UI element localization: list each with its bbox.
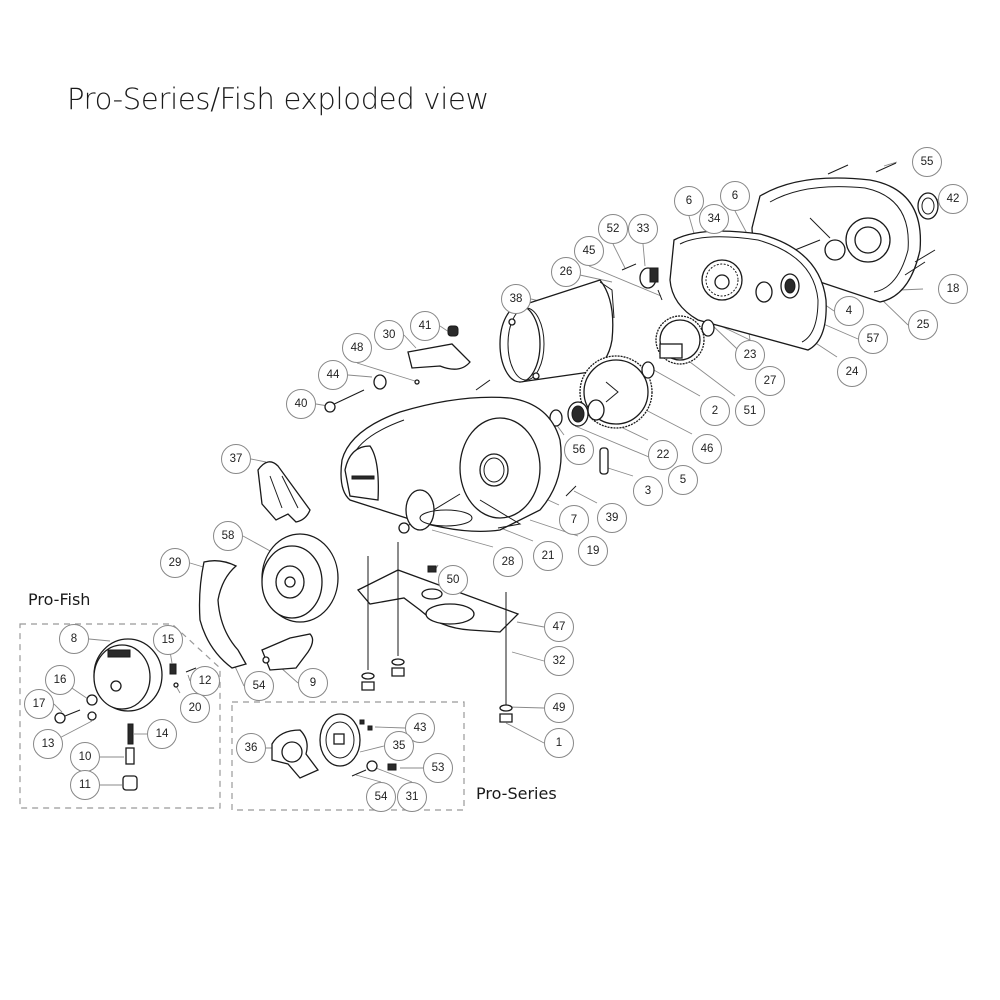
callout-part-19[interactable]: 19	[578, 536, 608, 566]
gypsy-58	[261, 533, 339, 623]
callout-part-54[interactable]: 54	[366, 782, 396, 812]
callout-part-25[interactable]: 25	[908, 310, 938, 340]
callout-part-47[interactable]: 47	[544, 612, 574, 642]
callout-part-13[interactable]: 13	[33, 729, 63, 759]
callout-part-42[interactable]: 42	[938, 184, 968, 214]
callout-part-24[interactable]: 24	[837, 357, 867, 387]
seal-42	[917, 192, 939, 220]
callout-part-39[interactable]: 39	[597, 503, 627, 533]
callout-part-30[interactable]: 30	[374, 320, 404, 350]
callout-part-55[interactable]: 55	[912, 147, 942, 177]
callout-part-41[interactable]: 41	[410, 311, 440, 341]
callout-part-54[interactable]: 54	[244, 671, 274, 701]
callout-part-31[interactable]: 31	[397, 782, 427, 812]
callout-part-2[interactable]: 2	[700, 396, 730, 426]
callout-part-10[interactable]: 10	[70, 742, 100, 772]
callout-part-29[interactable]: 29	[160, 548, 190, 578]
bolts-55	[827, 162, 936, 276]
pin-3	[599, 447, 609, 475]
callout-part-23[interactable]: 23	[735, 340, 765, 370]
callout-part-33[interactable]: 33	[628, 214, 658, 244]
callout-part-3[interactable]: 3	[633, 476, 663, 506]
mounting-plate	[356, 542, 520, 723]
callout-part-48[interactable]: 48	[342, 333, 372, 363]
callout-part-37[interactable]: 37	[221, 444, 251, 474]
pro-series-label: Pro-Series	[476, 784, 557, 803]
callout-part-8[interactable]: 8	[59, 624, 89, 654]
shaft-28	[398, 489, 473, 534]
callout-part-14[interactable]: 14	[147, 719, 177, 749]
callout-part-12[interactable]: 12	[190, 666, 220, 696]
ring-27	[701, 319, 715, 337]
pro-fish-label: Pro-Fish	[28, 590, 91, 609]
ring-2	[641, 361, 655, 379]
callout-part-44[interactable]: 44	[318, 360, 348, 390]
callout-part-15[interactable]: 15	[153, 625, 183, 655]
callout-part-45[interactable]: 45	[574, 236, 604, 266]
callout-part-20[interactable]: 20	[180, 693, 210, 723]
pro-series-group-box	[231, 701, 465, 811]
callout-part-6[interactable]: 6	[674, 186, 704, 216]
arm-29	[198, 560, 247, 669]
callout-part-5[interactable]: 5	[668, 465, 698, 495]
callout-part-17[interactable]: 17	[24, 689, 54, 719]
callout-part-27[interactable]: 27	[755, 366, 785, 396]
callout-part-7[interactable]: 7	[559, 505, 589, 535]
callout-part-26[interactable]: 26	[551, 257, 581, 287]
callout-part-35[interactable]: 35	[384, 731, 414, 761]
main-housing	[340, 396, 562, 532]
callout-part-36[interactable]: 36	[236, 733, 266, 763]
cover-37	[257, 461, 311, 523]
callout-part-22[interactable]: 22	[648, 440, 678, 470]
callout-part-28[interactable]: 28	[493, 547, 523, 577]
callout-part-46[interactable]: 46	[692, 434, 722, 464]
callout-part-40[interactable]: 40	[286, 389, 316, 419]
diagram-title: Pro-Series/Fish exploded view	[67, 82, 489, 116]
pro-fish-group-box	[19, 623, 221, 809]
small-parts-52-33-45	[621, 263, 663, 301]
callout-part-50[interactable]: 50	[438, 565, 468, 595]
callout-part-53[interactable]: 53	[423, 753, 453, 783]
pawl-9	[261, 633, 314, 671]
callout-part-57[interactable]: 57	[858, 324, 888, 354]
callout-part-16[interactable]: 16	[45, 665, 75, 695]
callout-part-1[interactable]: 1	[544, 728, 574, 758]
callout-part-56[interactable]: 56	[564, 435, 594, 465]
callout-part-52[interactable]: 52	[598, 214, 628, 244]
callout-part-51[interactable]: 51	[735, 396, 765, 426]
callout-part-18[interactable]: 18	[938, 274, 968, 304]
motor	[499, 279, 615, 383]
callout-part-32[interactable]: 32	[544, 646, 574, 676]
callout-part-21[interactable]: 21	[533, 541, 563, 571]
pin-top	[475, 379, 491, 391]
pin-39	[565, 485, 577, 497]
pro-series-parts	[271, 713, 397, 779]
bearings-22-5-56	[549, 399, 605, 427]
bolt-40-washer-44-lever-30	[324, 325, 471, 413]
callout-part-34[interactable]: 34	[699, 204, 729, 234]
callout-part-11[interactable]: 11	[70, 770, 100, 800]
callout-part-38[interactable]: 38	[501, 284, 531, 314]
pro-fish-parts	[54, 638, 197, 791]
callout-part-6[interactable]: 6	[720, 181, 750, 211]
gear-51	[655, 315, 705, 365]
callout-part-9[interactable]: 9	[298, 668, 328, 698]
callout-part-49[interactable]: 49	[544, 693, 574, 723]
callout-part-58[interactable]: 58	[213, 521, 243, 551]
callout-part-4[interactable]: 4	[834, 296, 864, 326]
